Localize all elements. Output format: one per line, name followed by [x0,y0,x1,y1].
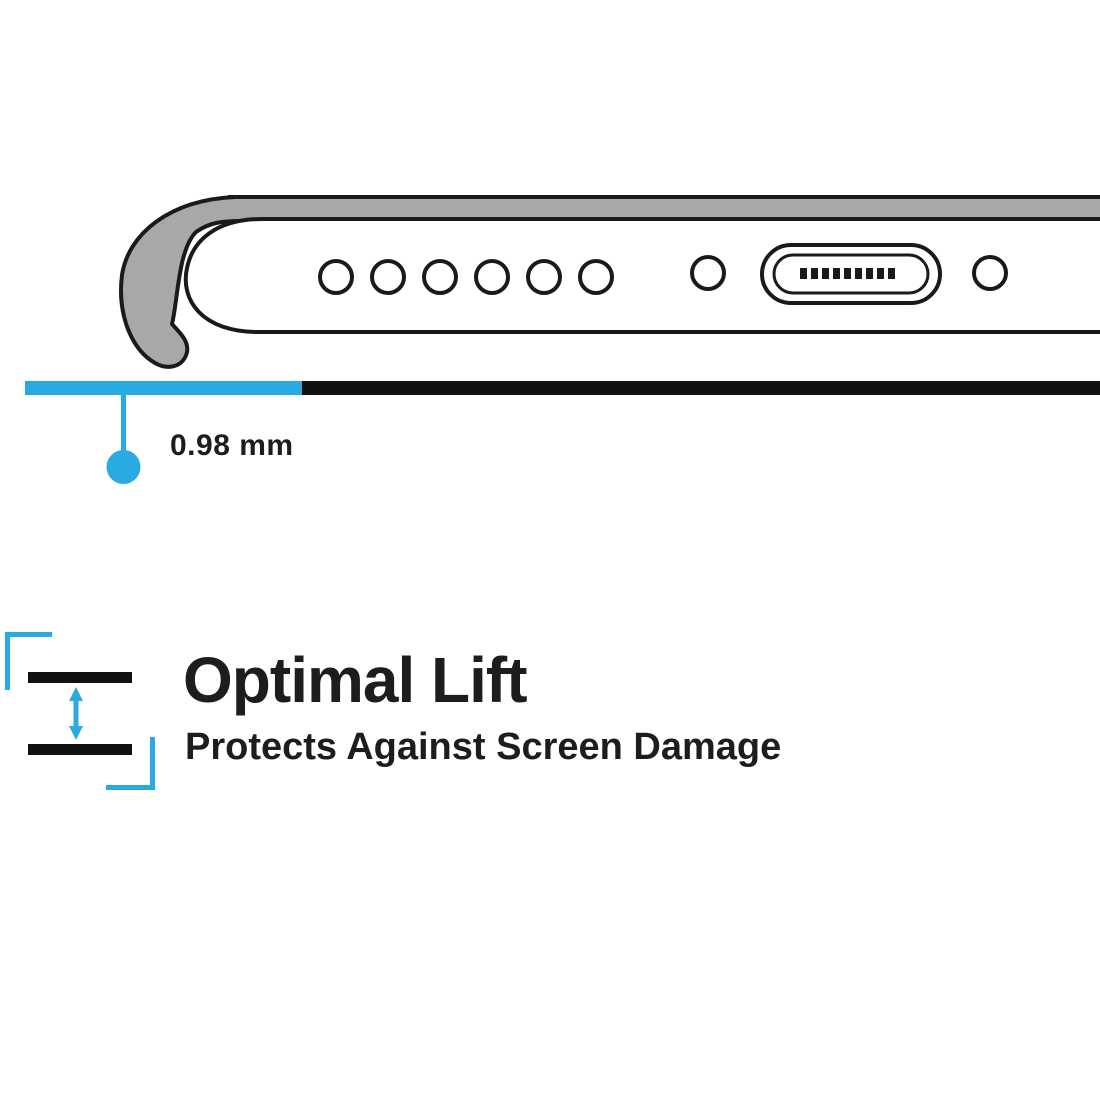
arrow-head-down [69,726,83,740]
bracket-top-left [5,632,52,690]
speaker-hole [526,259,562,295]
lift-spacing-icon [5,632,155,790]
charging-port-inner [772,253,930,295]
lift-arrow [69,687,83,740]
thickness-measurement [25,381,1100,484]
speaker-hole [422,259,458,295]
feature-title: Optimal Lift [183,644,528,716]
speaker-hole [578,259,614,295]
bracket-bottom-right [106,737,155,790]
screen-bar-bottom [28,744,132,755]
baseline-bar-black [302,381,1100,395]
charging-port [760,243,942,305]
charging-port-pins [800,268,895,279]
screen-bar-top [28,672,132,683]
screw-hole-left [690,255,726,291]
speaker-holes [318,259,614,295]
speaker-hole [370,259,406,295]
measure-dot [106,450,141,484]
measure-connector-line [121,395,126,452]
feature-subtitle: Protects Against Screen Damage [185,726,782,768]
screw-hole-right [972,255,1008,291]
lip-height-bar-cyan [25,381,302,395]
thickness-value-label: 0.98 mm [170,429,294,462]
arrow-head-up [69,687,83,701]
speaker-hole [318,259,354,295]
speaker-hole [474,259,510,295]
case-lip-hook [119,195,302,369]
phone-bottom-illustration [25,195,1100,484]
